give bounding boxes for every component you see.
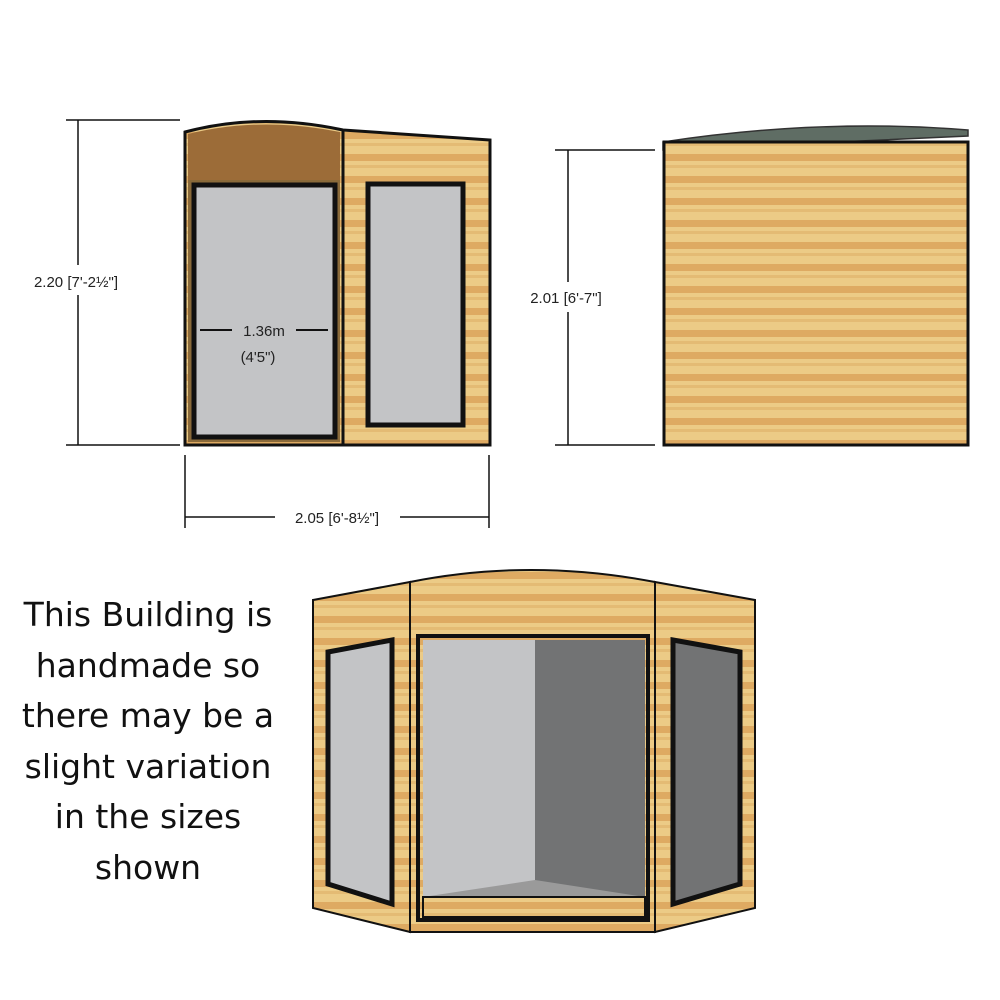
door-glass <box>191 182 338 440</box>
side-height-label: 2.01 [6'-7"] <box>530 290 602 307</box>
center-right-glass <box>535 640 645 897</box>
side-window-glass <box>365 181 466 428</box>
left-window-glass <box>325 636 395 908</box>
center-left-glass <box>423 640 535 897</box>
side-height-dimension <box>555 149 655 446</box>
front-width-label: 2.05 [6'-8½"] <box>295 510 379 527</box>
note-line: in the sizes <box>54 797 242 836</box>
note-line: shown <box>94 847 202 887</box>
note-line: there may be a <box>21 696 275 735</box>
perspective-view <box>312 569 756 934</box>
front-width-dimension <box>184 455 490 528</box>
front-height-dimension <box>66 119 180 446</box>
door-width-label: 1.36m <box>243 323 285 340</box>
note-line: slight variation <box>24 746 272 786</box>
side-elevation <box>662 125 970 447</box>
door-width-imperial-label: (4'5") <box>241 349 276 366</box>
handmade-note: This Building is handmade so there may b… <box>0 590 296 893</box>
right-window-glass <box>670 637 743 908</box>
note-line: handmade so <box>35 645 261 685</box>
note-line: This Building is <box>23 595 273 634</box>
front-elevation: 1.36m (4'5") <box>183 119 492 447</box>
front-height-label: 2.20 [7'-2½"] <box>34 274 118 291</box>
